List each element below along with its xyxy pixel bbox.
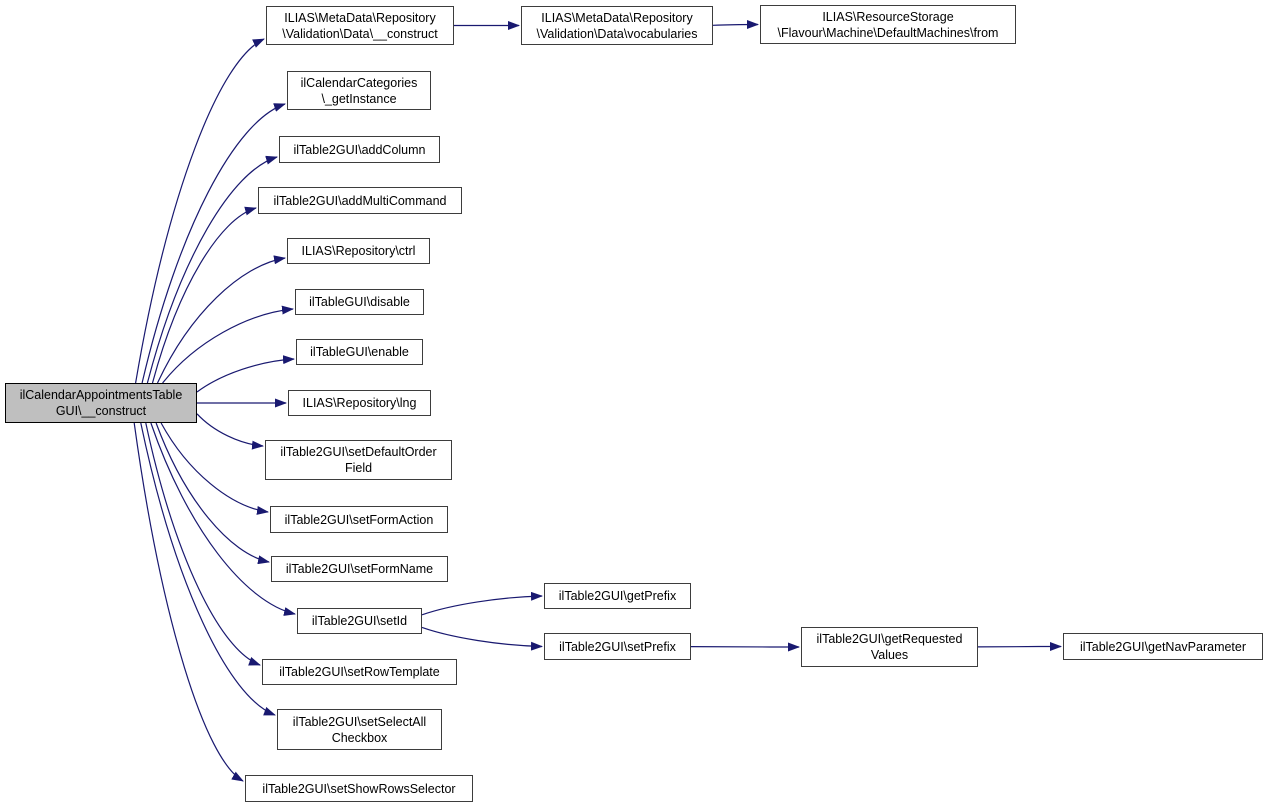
node-label: ilTable2GUI\addColumn: [293, 142, 426, 157]
node-label: ILIAS\Repository\lng: [302, 396, 417, 410]
node-label: ilTable2GUI\setShowRowsSelector: [262, 781, 456, 796]
node-label: ilTableGUI\enable: [310, 345, 409, 359]
graph-edge-setid-to-setprefix: [421, 626, 543, 651]
graph-edge-metadata-vocabularies-to-defaultmachines-from: [712, 20, 759, 30]
node-setformaction[interactable]: ilTable2GUI\setFormAction: [270, 506, 448, 533]
graph-edge-main-to-addcolumn: [146, 155, 278, 384]
node-label: ilTable2GUI\setPrefix: [559, 639, 676, 654]
node-label: \_getInstance: [321, 91, 397, 106]
graph-edge-main-to-setformaction: [160, 422, 269, 515]
node-label: ilTable2GUI\setFormAction: [284, 512, 434, 527]
node-addmulticommand[interactable]: ilTable2GUI\addMultiCommand: [258, 187, 462, 214]
node-metadata-construct[interactable]: ILIAS\MetaData\Repository\Validation\Dat…: [266, 6, 454, 45]
node-getprefix[interactable]: ilTable2GUI\getPrefix: [544, 583, 691, 609]
graph-edge-main-to-repository-ctrl: [156, 255, 286, 384]
node-label: ilTable2GUI\setSelectAll: [292, 714, 427, 729]
node-addcolumn[interactable]: ilTable2GUI\addColumn: [279, 136, 440, 163]
graph-edge-main-to-calendarcategories-getinstance: [141, 103, 286, 384]
node-label: ilTable2GUI\getNavParameter: [1079, 639, 1247, 654]
node-label: ILIAS\MetaData\Repository: [541, 10, 693, 25]
node-label: GUI\__construct: [55, 404, 147, 418]
node-label: ilCalendarAppointmentsTable: [19, 388, 183, 402]
node-label: ilTable2GUI\setFormName: [285, 562, 434, 576]
node-label: \Flavour\Machine\DefaultMachines\from: [777, 25, 999, 40]
graph-edge-main-to-setdefaultorderfield: [196, 413, 264, 450]
graph-edge-main-to-setid: [150, 422, 296, 616]
node-label: ilCalendarCategories: [300, 75, 418, 90]
node-setformname[interactable]: ilTable2GUI\setFormName: [271, 556, 448, 582]
graph-edge-main-to-metadata-construct: [135, 38, 265, 384]
node-label: ilTable2GUI\addMultiCommand: [273, 193, 447, 208]
graph-edge-main-to-setrowtemplate: [145, 422, 261, 666]
node-label: ilTable2GUI\getRequested: [816, 632, 963, 646]
node-label: \Validation\Data\__construct: [282, 26, 438, 41]
graph-edge-main-to-setselectallcheckbox: [140, 422, 276, 716]
graph-edge-setid-to-getprefix: [421, 591, 543, 616]
node-metadata-vocabularies[interactable]: ILIAS\MetaData\Repository\Validation\Dat…: [521, 6, 713, 45]
node-calendarcategories-getinstance[interactable]: ilCalendarCategories\_getInstance: [287, 71, 431, 110]
graph-edge-main-to-setshowrowsselector: [133, 422, 244, 782]
graph-edge-main-to-setformname: [155, 422, 270, 565]
node-label: ilTable2GUI\setDefaultOrder: [280, 445, 437, 459]
node-label: \Validation\Data\vocabularies: [536, 26, 698, 41]
node-repository-lng[interactable]: ILIAS\Repository\lng: [288, 390, 431, 416]
node-label: ILIAS\Repository\ctrl: [301, 244, 416, 258]
node-tablegui-enable[interactable]: ilTableGUI\enable: [296, 339, 423, 365]
node-repository-ctrl[interactable]: ILIAS\Repository\ctrl: [287, 238, 430, 264]
node-label: ilTable2GUI\getPrefix: [558, 589, 677, 603]
node-tablegui-disable[interactable]: ilTableGUI\disable: [295, 289, 424, 315]
node-defaultmachines-from[interactable]: ILIAS\ResourceStorage\Flavour\Machine\De…: [760, 5, 1016, 44]
node-label: ilTable2GUI\setId: [311, 614, 408, 628]
node-label: ilTableGUI\disable: [309, 295, 410, 309]
node-label: ilTable2GUI\setRowTemplate: [279, 665, 440, 679]
node-label: ILIAS\MetaData\Repository: [284, 10, 436, 25]
node-label: Values: [870, 648, 909, 662]
graph-edge-main-to-tablegui-enable: [196, 355, 295, 393]
node-label: Field: [344, 461, 373, 475]
node-label: ILIAS\ResourceStorage: [822, 9, 954, 24]
node-setprefix[interactable]: ilTable2GUI\setPrefix: [544, 633, 691, 660]
graph-edge-main-to-addmulticommand: [151, 206, 257, 384]
node-setid[interactable]: ilTable2GUI\setId: [297, 608, 422, 634]
node-getnavparameter[interactable]: ilTable2GUI\getNavParameter: [1063, 633, 1263, 660]
node-setshowrowsselector[interactable]: ilTable2GUI\setShowRowsSelector: [245, 775, 473, 802]
graph-edge-main-to-tablegui-disable: [162, 305, 294, 384]
node-setrowtemplate[interactable]: ilTable2GUI\setRowTemplate: [262, 659, 457, 685]
node-label: Checkbox: [331, 730, 388, 745]
